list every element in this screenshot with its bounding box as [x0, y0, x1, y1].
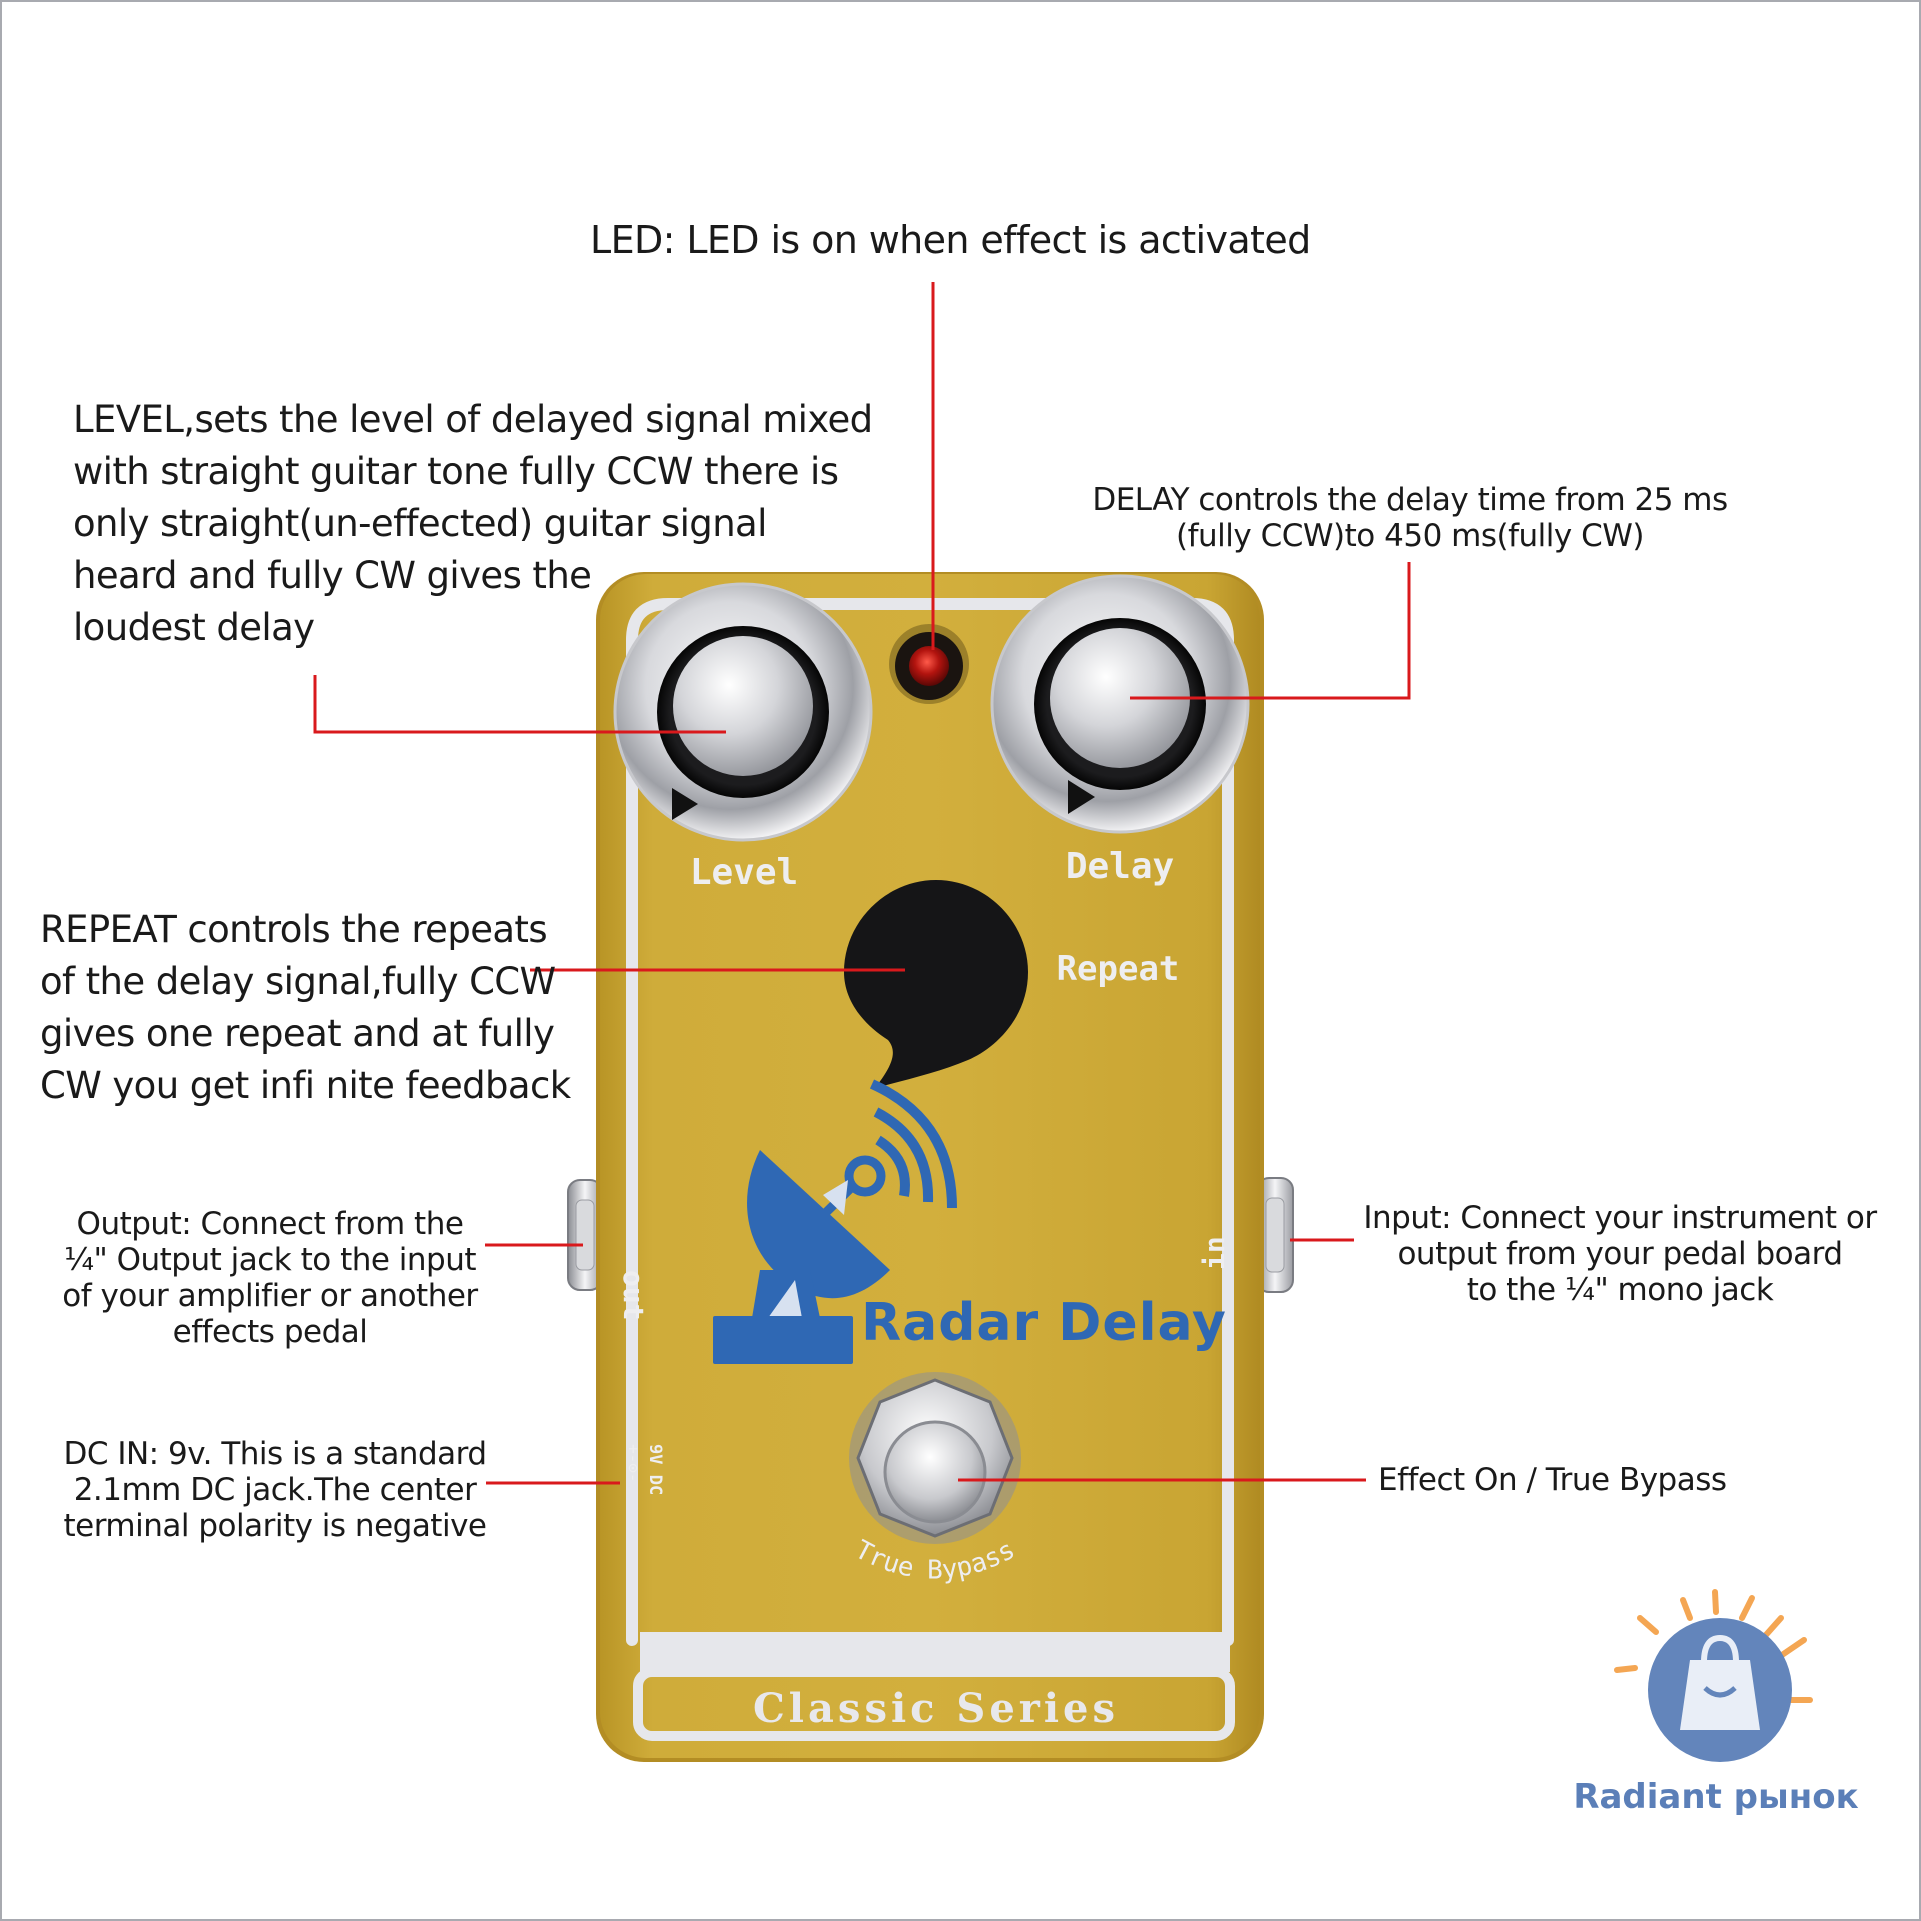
watermark-logo: [1614, 1589, 1813, 1762]
annotation-dcin-line: terminal polarity is negative: [63, 1508, 487, 1544]
annotation-input-line: output from your pedal board: [1397, 1236, 1843, 1272]
annotation-level-line: LEVEL,sets the level of delayed signal m…: [73, 398, 873, 441]
annotation-input: Input: Connect your instrument or output…: [1340, 1200, 1900, 1308]
series-band-top: [640, 1632, 1230, 1672]
annotation-dcin-line: 2.1mm DC jack.The center: [73, 1472, 477, 1508]
annotation-repeat-line: of the delay signal,fully CCW: [40, 960, 556, 1003]
annotation-delay-line: (fully CCW)to 450 ms(fully CW): [1176, 518, 1644, 554]
annotation-output-line: of your amplifier or another: [62, 1278, 478, 1314]
radar-dish-icon: [713, 1079, 957, 1364]
annotation-input-line: Input: Connect your instrument or: [1363, 1200, 1877, 1236]
jack-out-label: out: [617, 1270, 650, 1321]
series-label: Classic Series: [753, 1685, 1119, 1732]
annotation-level-line: only straight(un-effected) guitar signal: [73, 502, 767, 545]
annotation-led: LED: LED is on when effect is activated: [590, 218, 1311, 262]
annotation-level: LEVEL,sets the level of delayed signal m…: [73, 394, 873, 654]
annotation-level-line: with straight guitar tone fully CCW ther…: [73, 450, 839, 493]
pedal-body: [600, 574, 1260, 1758]
level-pointer-icon: [672, 788, 698, 820]
annotation-input-line: to the ¼" mono jack: [1466, 1272, 1774, 1308]
dc-polarity-label: +-⊙-: [624, 1444, 643, 1483]
annotation-output-line: ¼" Output jack to the input: [63, 1242, 477, 1278]
annotation-output-line: Output: Connect from the: [76, 1206, 464, 1242]
annotation-level-line: heard and fully CW gives the: [73, 554, 592, 597]
delay-knob[interactable]: [990, 574, 1250, 834]
annotation-output: Output: Connect from the ¼" Output jack …: [40, 1206, 500, 1350]
annotation-bypass-line: Effect On / True Bypass: [1378, 1462, 1727, 1498]
output-jack[interactable]: [567, 1179, 603, 1291]
series-frame: [633, 1667, 1235, 1741]
annotation-repeat-line: CW you get infi nite feedback: [40, 1064, 571, 1107]
callout-lines: [313, 282, 1411, 1485]
led-indicator: [889, 624, 969, 704]
input-jack[interactable]: [1256, 1177, 1294, 1293]
annotation-dcin-line: DC IN: 9v. This is a standard: [63, 1436, 487, 1472]
annotation-led-line: LED: LED is on when effect is activated: [590, 218, 1311, 262]
annotation-delay: DELAY controls the delay time from 25 ms…: [1080, 482, 1740, 554]
jack-in-label: in: [1198, 1236, 1231, 1270]
annotation-output-line: effects pedal: [172, 1314, 368, 1350]
annotation-delay-line: DELAY controls the delay time from 25 ms: [1092, 482, 1728, 518]
annotation-repeat-line: gives one repeat and at fully: [40, 1012, 555, 1055]
delay-pointer-icon: [1068, 780, 1095, 814]
callout-level: [313, 675, 726, 734]
annotation-repeat-line: REPEAT controls the repeats: [40, 908, 548, 951]
repeat-knob[interactable]: [844, 880, 1028, 1088]
annotation-level-line: loudest delay: [73, 606, 315, 649]
watermark-text: Radiant рынок: [1573, 1777, 1858, 1817]
annotation-bypass: Effect On / True Bypass: [1378, 1462, 1727, 1498]
bypass-footswitch[interactable]: [849, 1372, 1021, 1544]
level-knob-label: Level: [690, 852, 798, 893]
annotation-repeat: REPEAT controls the repeats of the delay…: [40, 904, 571, 1112]
brand-name: Radar Delay: [861, 1293, 1227, 1353]
dc-voltage-label: 9V DC: [645, 1444, 665, 1495]
repeat-knob-label: Repeat: [1057, 949, 1180, 989]
callout-delay: [1130, 562, 1411, 700]
annotation-dcin: DC IN: 9v. This is a standard 2.1mm DC j…: [40, 1436, 510, 1544]
level-knob[interactable]: [613, 582, 873, 842]
panel-outline: [626, 598, 1234, 1646]
delay-knob-label: Delay: [1066, 846, 1174, 887]
